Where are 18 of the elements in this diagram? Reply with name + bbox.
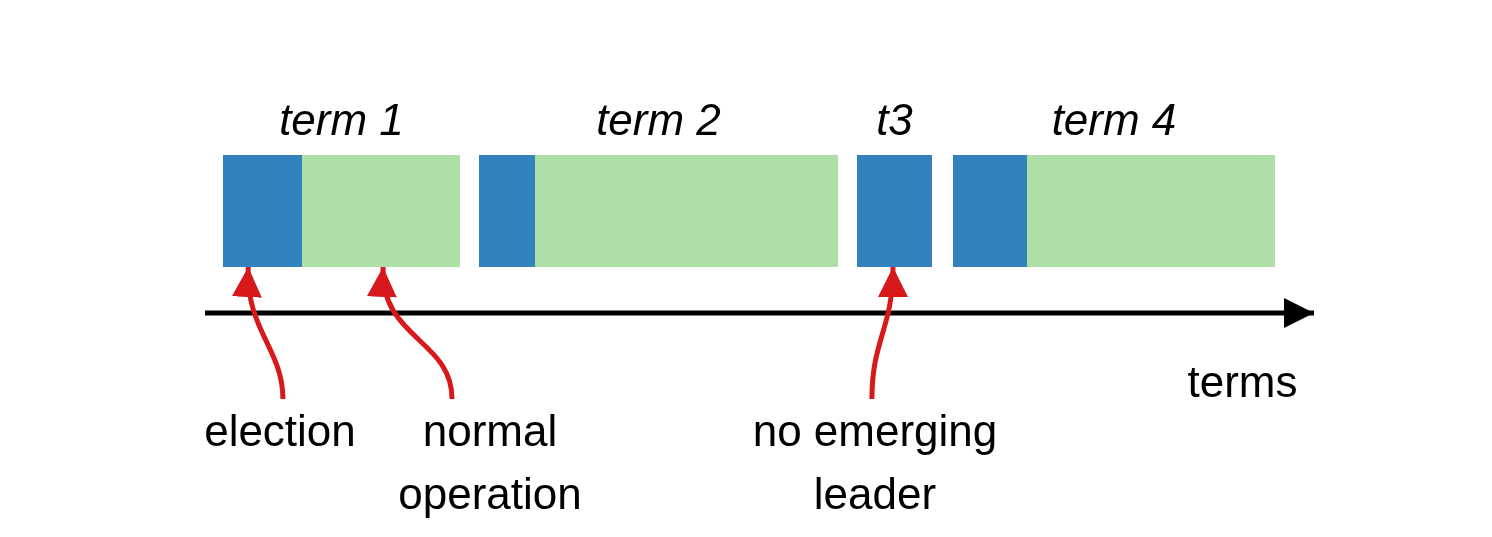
term-heading: term 2	[595, 95, 722, 145]
timeline-segment	[535, 155, 838, 267]
timeline-segment	[857, 155, 932, 267]
axis-label: terms	[1186, 356, 1299, 408]
callout-text: normal operation	[375, 399, 605, 525]
leader-arrow	[869, 266, 908, 400]
leader-arrow	[369, 266, 455, 400]
term-heading: term 1	[278, 95, 405, 145]
leader-arrow	[233, 267, 286, 400]
callout-text: no emerging leader	[720, 399, 1030, 525]
term-heading: t3	[875, 95, 914, 145]
term-heading: term 4	[1050, 95, 1178, 145]
callout-text: election	[188, 399, 372, 462]
timeline-segment	[302, 155, 460, 267]
timeline-segment	[223, 155, 302, 267]
timeline-segment	[1027, 155, 1275, 267]
timeline-segment	[479, 155, 535, 267]
timeline-segment	[953, 155, 1027, 267]
